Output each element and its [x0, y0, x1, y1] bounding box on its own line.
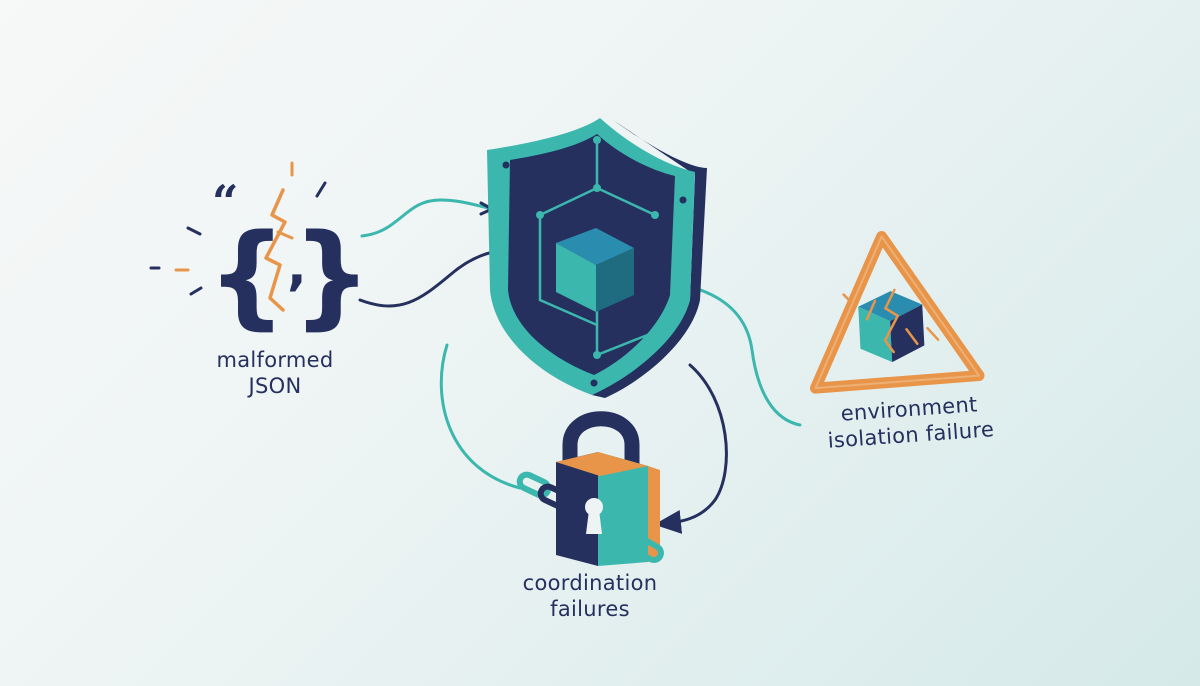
connector-json-line-2 [358, 250, 495, 308]
warning-triangle-broken-cube-icon [809, 230, 985, 394]
connector-lock-loop [439, 343, 522, 490]
connector-shield-to-lock [654, 363, 728, 534]
svg-text:{: { [207, 211, 287, 341]
svg-text:,: , [287, 237, 307, 297]
label-coordination-failures: coordination failures [500, 570, 680, 622]
label-coordination-line-1: coordination [522, 571, 658, 595]
label-coordination-line-2: failures [550, 597, 630, 621]
shield-with-cube-icon [487, 118, 707, 398]
label-malformed-json: malformed JSON [195, 347, 355, 399]
svg-text:}: } [292, 211, 372, 341]
connector-json-to-shield [360, 198, 494, 238]
label-malformed-json-line-2: JSON [248, 374, 302, 398]
padlock-with-broken-chain-icon [516, 411, 664, 566]
broken-json-braces-icon: “ { } , [149, 161, 372, 341]
svg-text:“: “ [212, 175, 238, 229]
label-malformed-json-line-1: malformed [216, 348, 334, 372]
